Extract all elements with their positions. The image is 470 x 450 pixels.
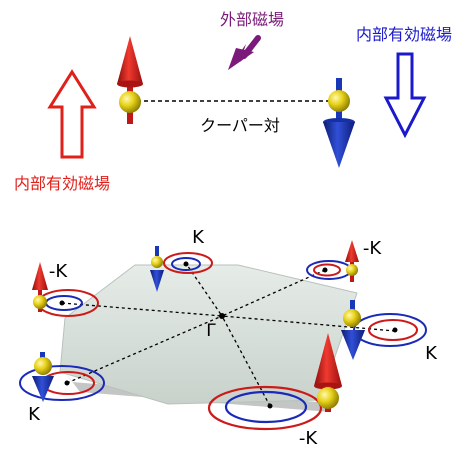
- k-point-connectors: [61, 261, 396, 407]
- fermi-pocket-mk-top-right: [306, 260, 352, 280]
- spin-up-mk-left: [32, 262, 48, 312]
- spin-down-right: [323, 78, 355, 168]
- gamma-point: [219, 313, 225, 319]
- mk-label-left: -K: [49, 261, 68, 282]
- mk-label-bottom: -K: [299, 428, 318, 449]
- mk-label-top-right: -K: [363, 238, 382, 259]
- gamma-label: Γ: [206, 321, 216, 341]
- fermi-pocket-mk-bottom: [207, 385, 323, 431]
- spin-up-mk-bottom: [314, 333, 342, 412]
- spin-up-left: [117, 36, 143, 124]
- k-label-right: K: [425, 343, 438, 364]
- spin-up-mk-top-right: [345, 240, 359, 282]
- fermi-pocket-k-top: [163, 252, 213, 274]
- external-field-label: 外部磁場: [220, 10, 284, 29]
- external-field-arrow-icon: [228, 35, 261, 70]
- internal-field-right-arrow-icon: [383, 52, 427, 139]
- spin-down-k-right: [341, 300, 365, 360]
- spin-down-k-left: [32, 352, 54, 402]
- internal-field-left-arrow-icon: [47, 69, 97, 159]
- spin-down-k-top: [150, 246, 164, 292]
- k-label-left: K: [28, 404, 41, 425]
- internal-field-left-label: 内部有効磁場: [14, 174, 110, 193]
- cooper-pair-label: クーパー対: [200, 116, 280, 135]
- k-label-top: K: [192, 227, 205, 248]
- internal-field-right-label: 内部有効磁場: [356, 25, 452, 44]
